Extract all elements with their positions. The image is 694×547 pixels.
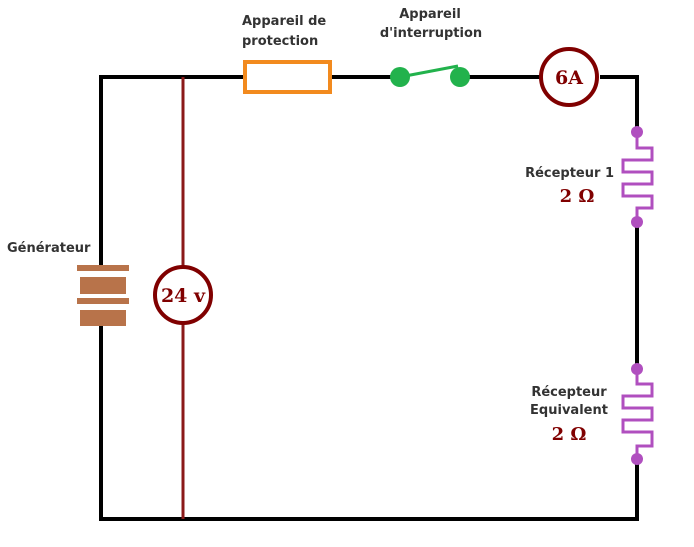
receiver1-resistor (621, 126, 654, 228)
generator-plate-middle (77, 298, 129, 304)
receiver1-label: Récepteur 1 (525, 166, 614, 181)
receiver-equivalent-terminal-bottom (631, 453, 643, 465)
receiver-equivalent-terminal-top (631, 363, 643, 375)
open-switch-symbol (390, 64, 470, 87)
generator-label: Générateur (7, 241, 91, 256)
interruption-label-line1: Appareil (399, 7, 461, 22)
receiver1-zigzag (621, 132, 654, 222)
interruption-label-line2: d'interruption (380, 26, 482, 41)
receiver-equivalent-value: 2 Ω (552, 424, 587, 445)
receiver1-value: 2 Ω (560, 186, 595, 207)
voltmeter-reading: 24 v (161, 285, 206, 307)
protection-label-line2: protection (242, 34, 318, 49)
voltmeter-branch: 24 v (153, 77, 213, 519)
receiver-equivalent-label-line1: Récepteur (531, 385, 607, 400)
fuse-symbol (243, 60, 332, 94)
receiver1-terminal-bottom (631, 216, 643, 228)
voltmeter (153, 265, 213, 325)
receiver-equivalent-label-line2: Equivalent (530, 403, 608, 418)
generator-cell-upper (80, 277, 126, 294)
receiver-equivalent-resistor (621, 363, 654, 465)
generator-symbol (77, 265, 129, 326)
generator-cell-lower (80, 310, 126, 326)
receiver-equivalent-zigzag (621, 369, 654, 459)
ammeter (539, 47, 599, 107)
circuit-wires (99, 75, 639, 521)
switch-contact-left (390, 67, 410, 87)
ammeter-reading: 6A (555, 67, 583, 89)
switch-contact-right (450, 67, 470, 87)
protection-label-line1: Appareil de (242, 14, 326, 29)
receiver1-terminal-top (631, 126, 643, 138)
generator-plate-top (77, 265, 129, 271)
